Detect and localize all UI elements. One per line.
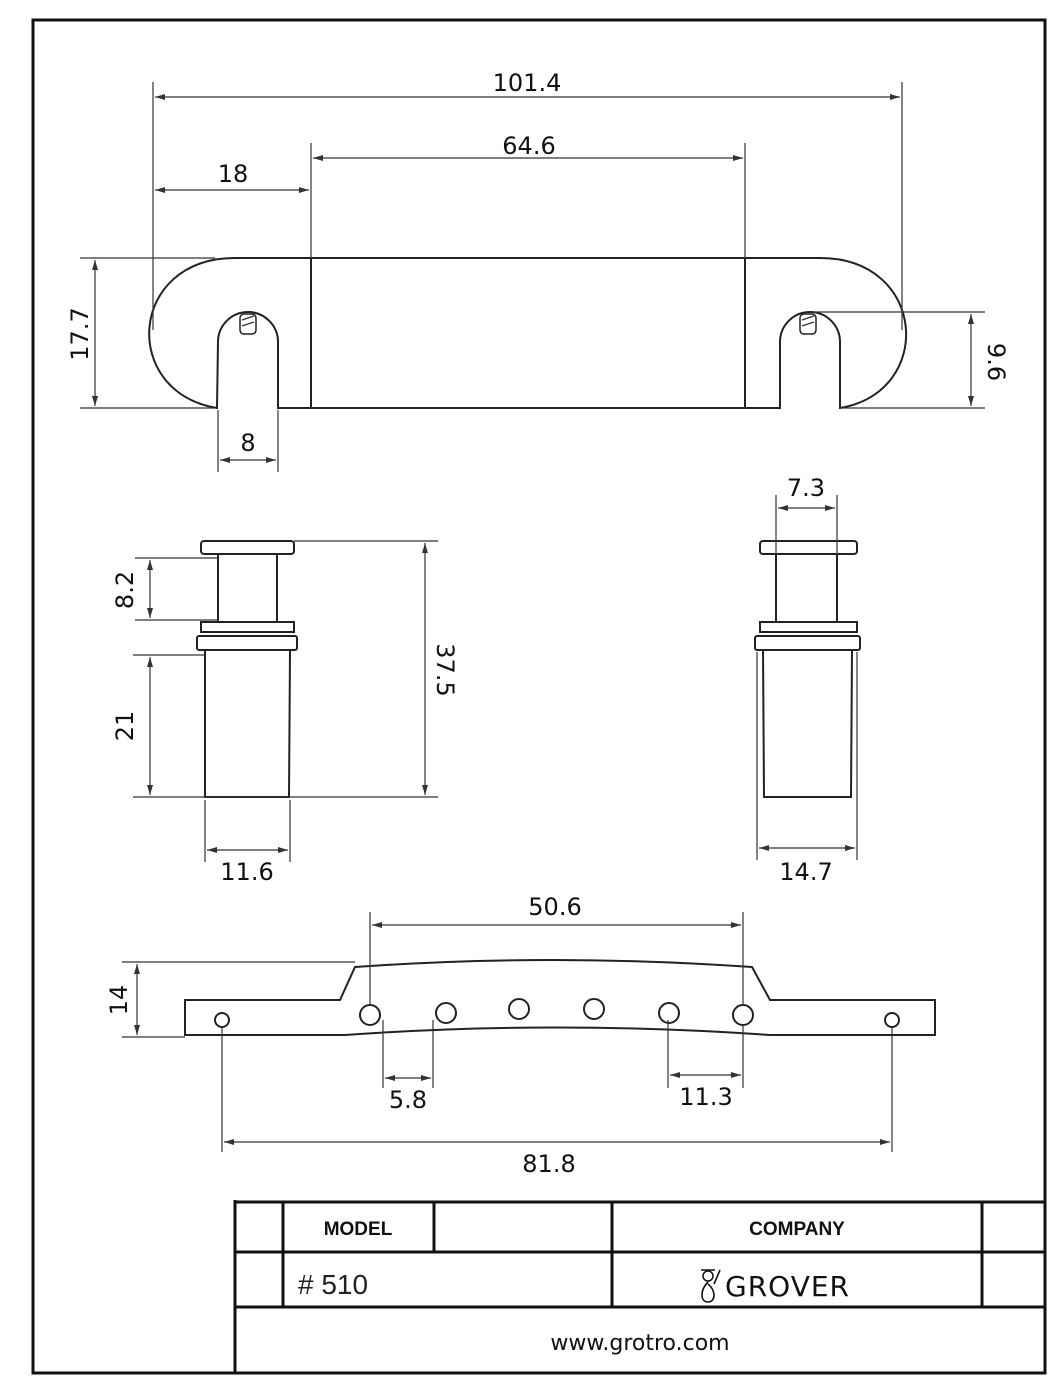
tailpiece-bottom-view: 50.6 14 5.8 11.3 81.8	[105, 893, 936, 1178]
title-block: MODEL COMPANY # 510 GROVER www.grotro.co…	[233, 1200, 1045, 1373]
dim-lower-diameter: 11.6	[220, 858, 273, 886]
dim-slot-width: 8	[240, 429, 255, 457]
dim-center-length: 64.6	[502, 132, 555, 160]
top-view-dimensions: 101.4 64.6 18 17.7 9.6 8	[66, 69, 1010, 472]
company-label: COMPANY	[749, 1219, 845, 1240]
dim-slot-depth: 9.6	[982, 343, 1010, 381]
model-label: MODEL	[324, 1219, 393, 1240]
dim-total-height: 37.5	[431, 643, 459, 696]
company-logo: GROVER	[725, 1270, 850, 1303]
dim-mount-span: 81.8	[522, 1150, 575, 1178]
dim-lower-length: 21	[111, 711, 139, 742]
dim-hole-span: 50.6	[528, 893, 581, 921]
dim-upper-length: 8.2	[111, 571, 139, 609]
dim-bottom-height: 14	[105, 985, 133, 1016]
dim-hole-spacing-right: 11.3	[679, 1083, 732, 1111]
model-value: # 510	[298, 1269, 368, 1300]
dim-end-offset: 18	[218, 160, 249, 188]
stud-front-view: 7.3 14.7	[754, 474, 861, 886]
drawing-frame	[31, 18, 1047, 1375]
dim-hole-spacing-left: 5.8	[389, 1086, 427, 1114]
dim-flange-diameter: 14.7	[779, 858, 832, 886]
dim-height: 17.7	[66, 307, 94, 360]
set-screw	[799, 313, 817, 335]
tailpiece-top-view	[148, 257, 908, 410]
grover-logo: GROVER	[701, 1269, 850, 1303]
dim-shaft-diameter: 7.3	[787, 474, 825, 502]
stud-side-view: 8.2 21 37.5 11.6	[111, 540, 459, 886]
website: www.grotro.com	[550, 1331, 729, 1356]
dim-overall-length: 101.4	[493, 69, 562, 97]
set-screw	[239, 313, 257, 335]
